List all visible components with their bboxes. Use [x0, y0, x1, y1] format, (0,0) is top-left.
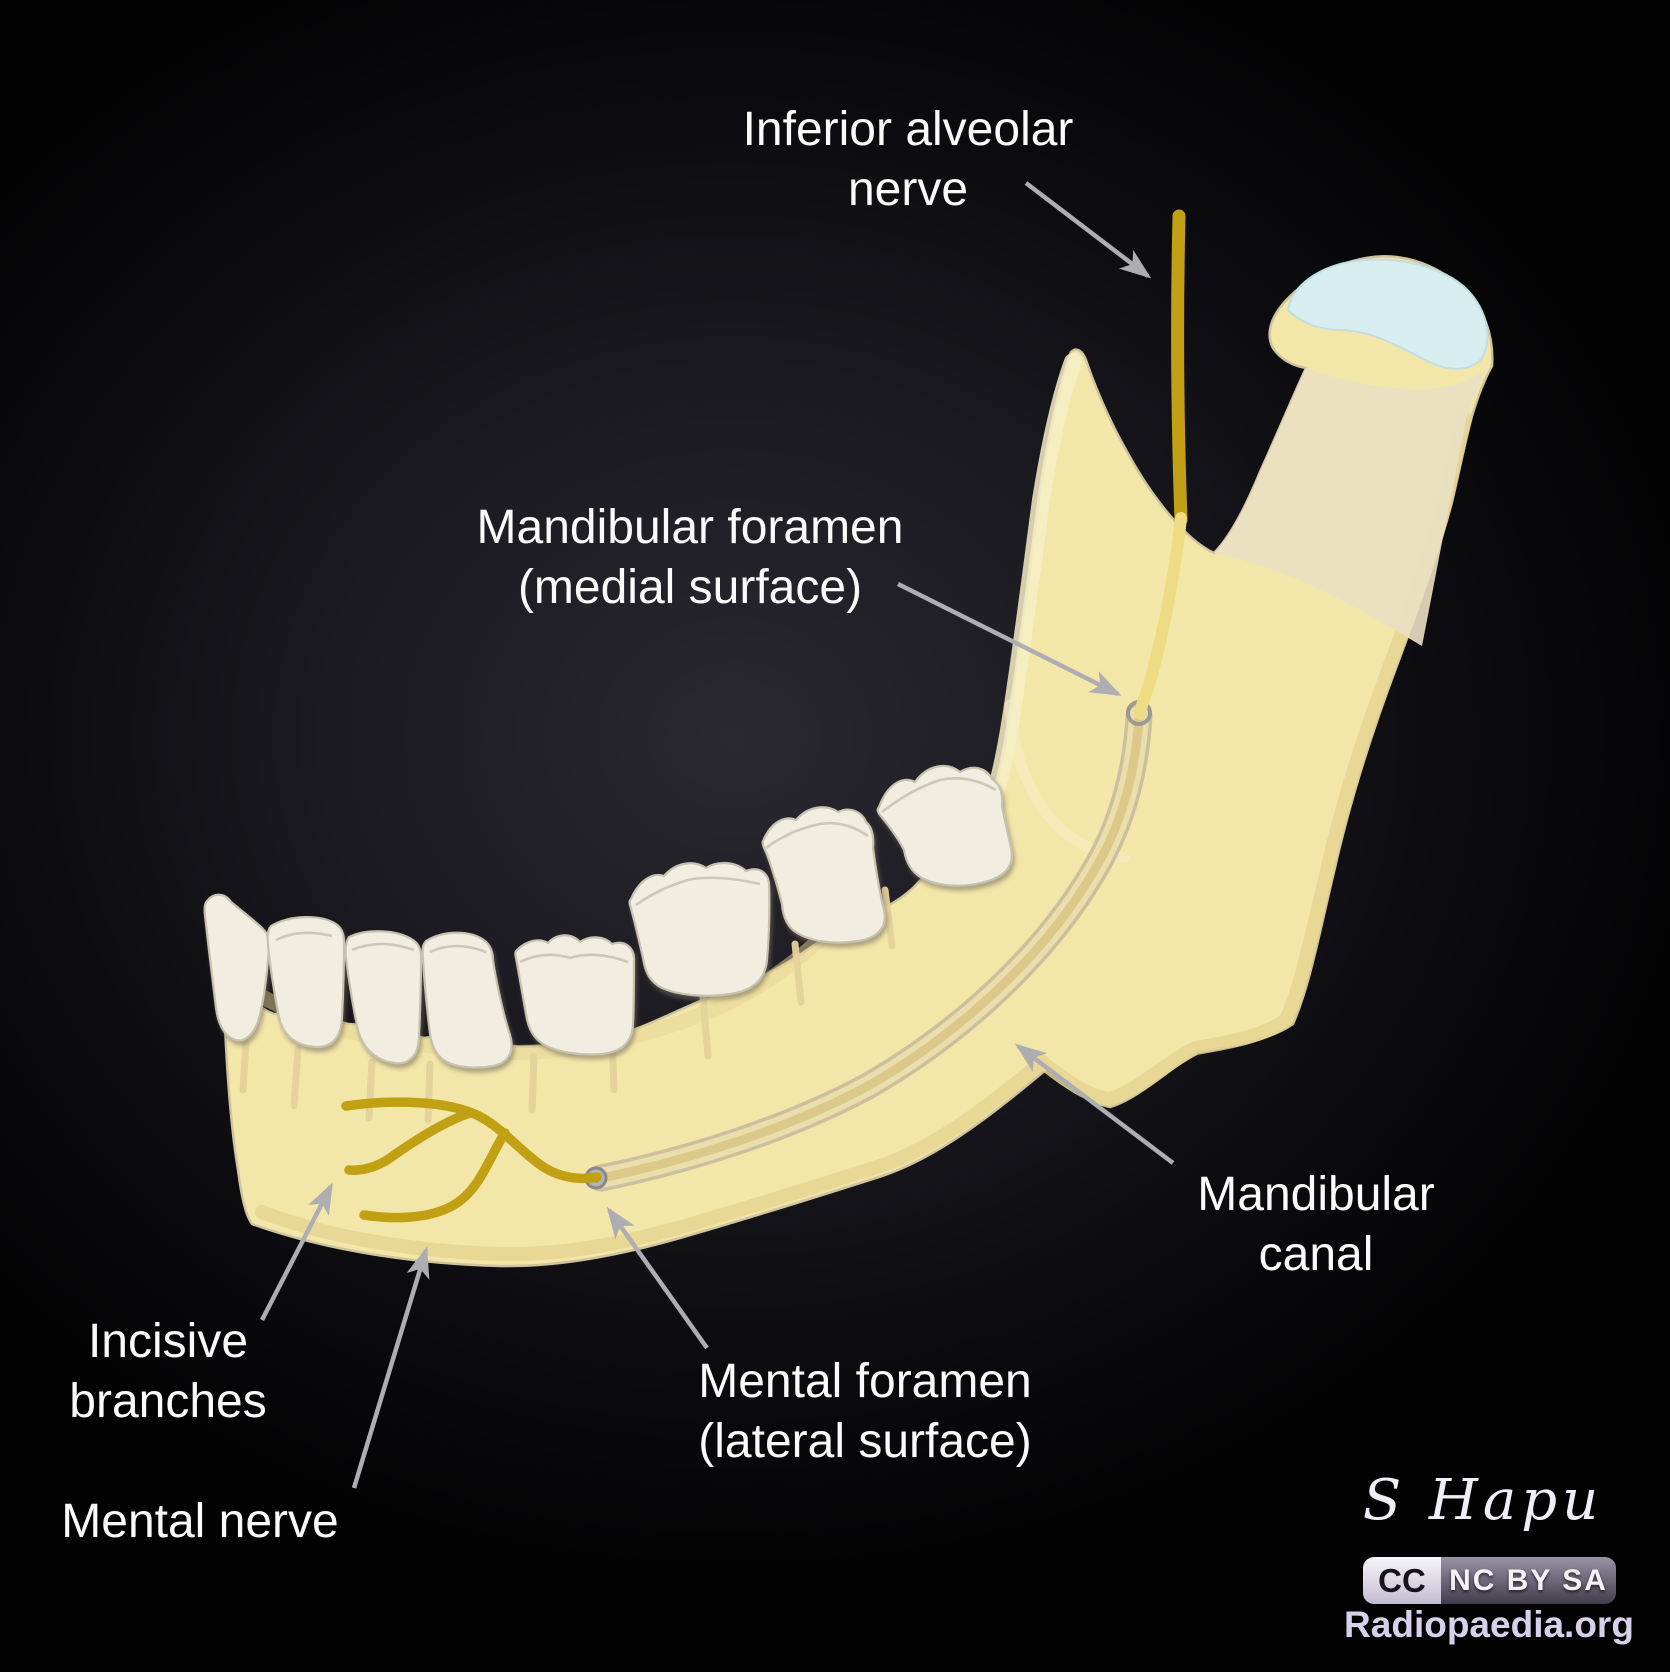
- incisive-branch-lower-path: [359, 1128, 510, 1223]
- tooth: [628, 861, 771, 997]
- label-mandibular-foramen: Mandibular foramen (medial surface): [477, 498, 904, 618]
- tooth: [421, 931, 513, 1069]
- condyle-cartilage-cap: [1286, 258, 1489, 370]
- label-line: (medial surface): [517, 561, 863, 614]
- mandible-bone: [220, 255, 1494, 1268]
- artist-signature: S Hapu: [1362, 1468, 1604, 1533]
- mandibular-canal-nerve-core: [596, 711, 1144, 1183]
- teeth-row: [203, 764, 1013, 1069]
- tooth: [203, 893, 271, 1042]
- arrow-mental-nerve: [351, 1246, 430, 1489]
- arrow-mental-foramen: [606, 1206, 709, 1350]
- label-line: Mental nerve: [61, 1495, 339, 1548]
- label-incisive-branches: Incisive branches: [69, 1312, 266, 1432]
- leader-arrows: [259, 181, 1175, 1489]
- inferior-alveolar-nerve-path: [1171, 209, 1188, 527]
- anterior-ramus-highlight: [974, 353, 1082, 833]
- label-line: nerve: [847, 163, 969, 216]
- tooth-crown-lines: [275, 777, 997, 964]
- inferior-border-shading: [255, 411, 1472, 1262]
- label-line: Inferior alveolar: [742, 103, 1074, 156]
- label-mandibular-canal: Mandibular canal: [1197, 1165, 1434, 1285]
- mandibular-canal: [587, 700, 1153, 1192]
- mental-nerve-path: [341, 1097, 602, 1184]
- label-line: Mandibular foramen: [476, 501, 904, 554]
- radiopaedia-watermark: Radiopaedia.org: [1344, 1604, 1634, 1645]
- tooth: [344, 930, 423, 1065]
- arrow-mandibular-foramen: [896, 581, 1122, 697]
- cc-license-terms: NC BY SA: [1441, 1557, 1616, 1604]
- condylar-neck-shading: [1214, 368, 1488, 646]
- label-line: (lateral surface): [698, 1415, 1032, 1468]
- inferior-alveolar-nerve-intraosseous-path: [1134, 512, 1187, 720]
- cc-license-badge: CC NC BY SA: [1363, 1557, 1616, 1604]
- label-line: Mental foramen: [698, 1355, 1032, 1408]
- label-line: canal: [1258, 1228, 1374, 1281]
- label-line: Incisive: [87, 1315, 249, 1368]
- arrow-inferior-alveolar-nerve: [1024, 181, 1152, 279]
- label-line: branches: [69, 1375, 267, 1428]
- tooth: [876, 764, 1013, 887]
- incisive-branch-path: [344, 1108, 475, 1175]
- label-mental-foramen: Mental foramen (lateral surface): [698, 1352, 1032, 1472]
- nerves: [341, 209, 1188, 1223]
- tooth-roots: [239, 886, 896, 1124]
- tooth: [514, 934, 636, 1056]
- label-mental-nerve: Mental nerve: [61, 1492, 338, 1552]
- arrow-mandibular-canal: [1014, 1043, 1175, 1165]
- label-inferior-alveolar-nerve: Inferior alveolar nerve: [743, 100, 1074, 220]
- label-line: Mandibular: [1197, 1168, 1435, 1221]
- tooth: [266, 915, 346, 1049]
- arrow-incisive-branches: [259, 1182, 334, 1322]
- tooth: [761, 806, 886, 944]
- condyle: [1286, 258, 1489, 370]
- cc-icon: CC: [1363, 1557, 1441, 1604]
